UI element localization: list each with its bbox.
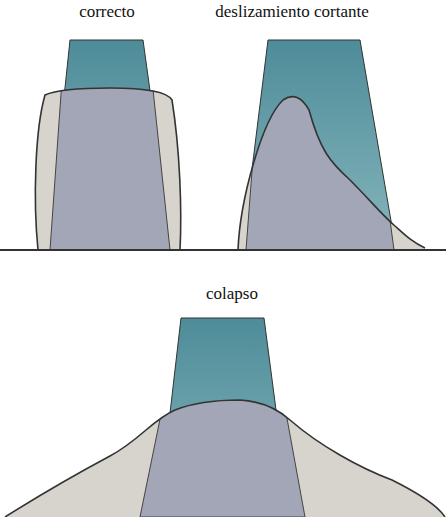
shear-slump: [238, 40, 425, 250]
slump-label: correcto: [79, 2, 135, 22]
correct-slump: [35, 40, 180, 250]
slump-label: colapso: [206, 284, 258, 304]
ground-line: [0, 249, 446, 251]
slump-label: deslizamiento cortante: [215, 2, 368, 22]
collapse-slump: [5, 318, 445, 517]
